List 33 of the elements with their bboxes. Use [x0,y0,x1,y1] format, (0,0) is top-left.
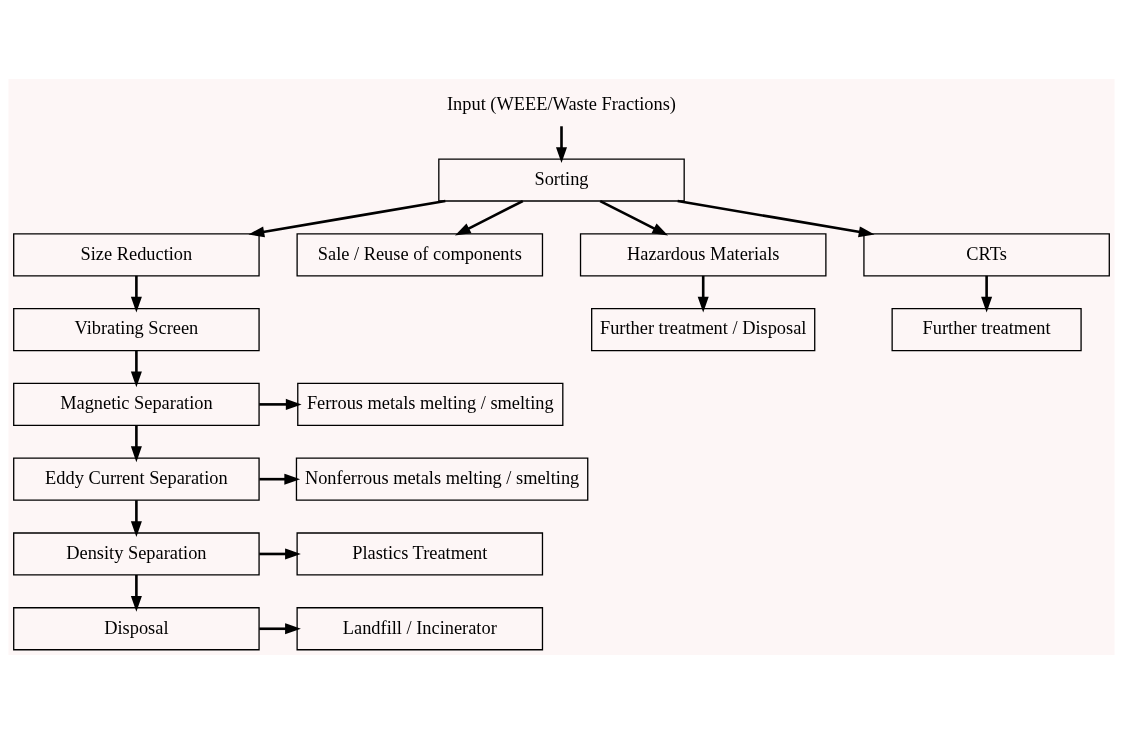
node-box: Hazardous Materials [579,232,827,276]
arrow [697,275,709,313]
node-box: Plastics Treatment [296,531,544,576]
arrow [599,199,669,236]
node-box: Size Reduction [13,232,260,276]
node-box: CRTs [863,232,1110,276]
node-box: Sorting [438,157,685,202]
node-text: Input (WEEE/Waste Fractions) [447,93,676,114]
node-box: Eddy Current Separation [13,457,260,501]
arrow [259,398,302,410]
node-box: Disposal [13,606,260,650]
node-box: Ferrous metals melting / smelting [297,382,564,426]
arrow [130,350,142,387]
node-box: Further treatment / Disposal [591,307,816,351]
node-box: Nonferrous metals melting / smelting [295,457,589,501]
arrow [454,199,524,236]
arrow [130,499,142,537]
arrow [259,473,301,485]
node-box: Landfill / Incinerator [296,606,544,650]
node-box: Vibrating Screen [13,307,260,351]
arrow [130,574,142,612]
arrow [259,547,301,559]
node-box: Magnetic Separation [13,382,260,426]
arrow [677,199,875,237]
arrow [130,424,142,462]
node-box: Density Separation [13,531,260,576]
arrow [130,275,142,313]
arrow [259,622,301,634]
arrow [248,199,446,237]
node-box: Sale / Reuse of components [296,232,544,276]
arrow [556,125,567,163]
arrow [981,275,993,313]
node-box: Further treatment [891,307,1082,351]
